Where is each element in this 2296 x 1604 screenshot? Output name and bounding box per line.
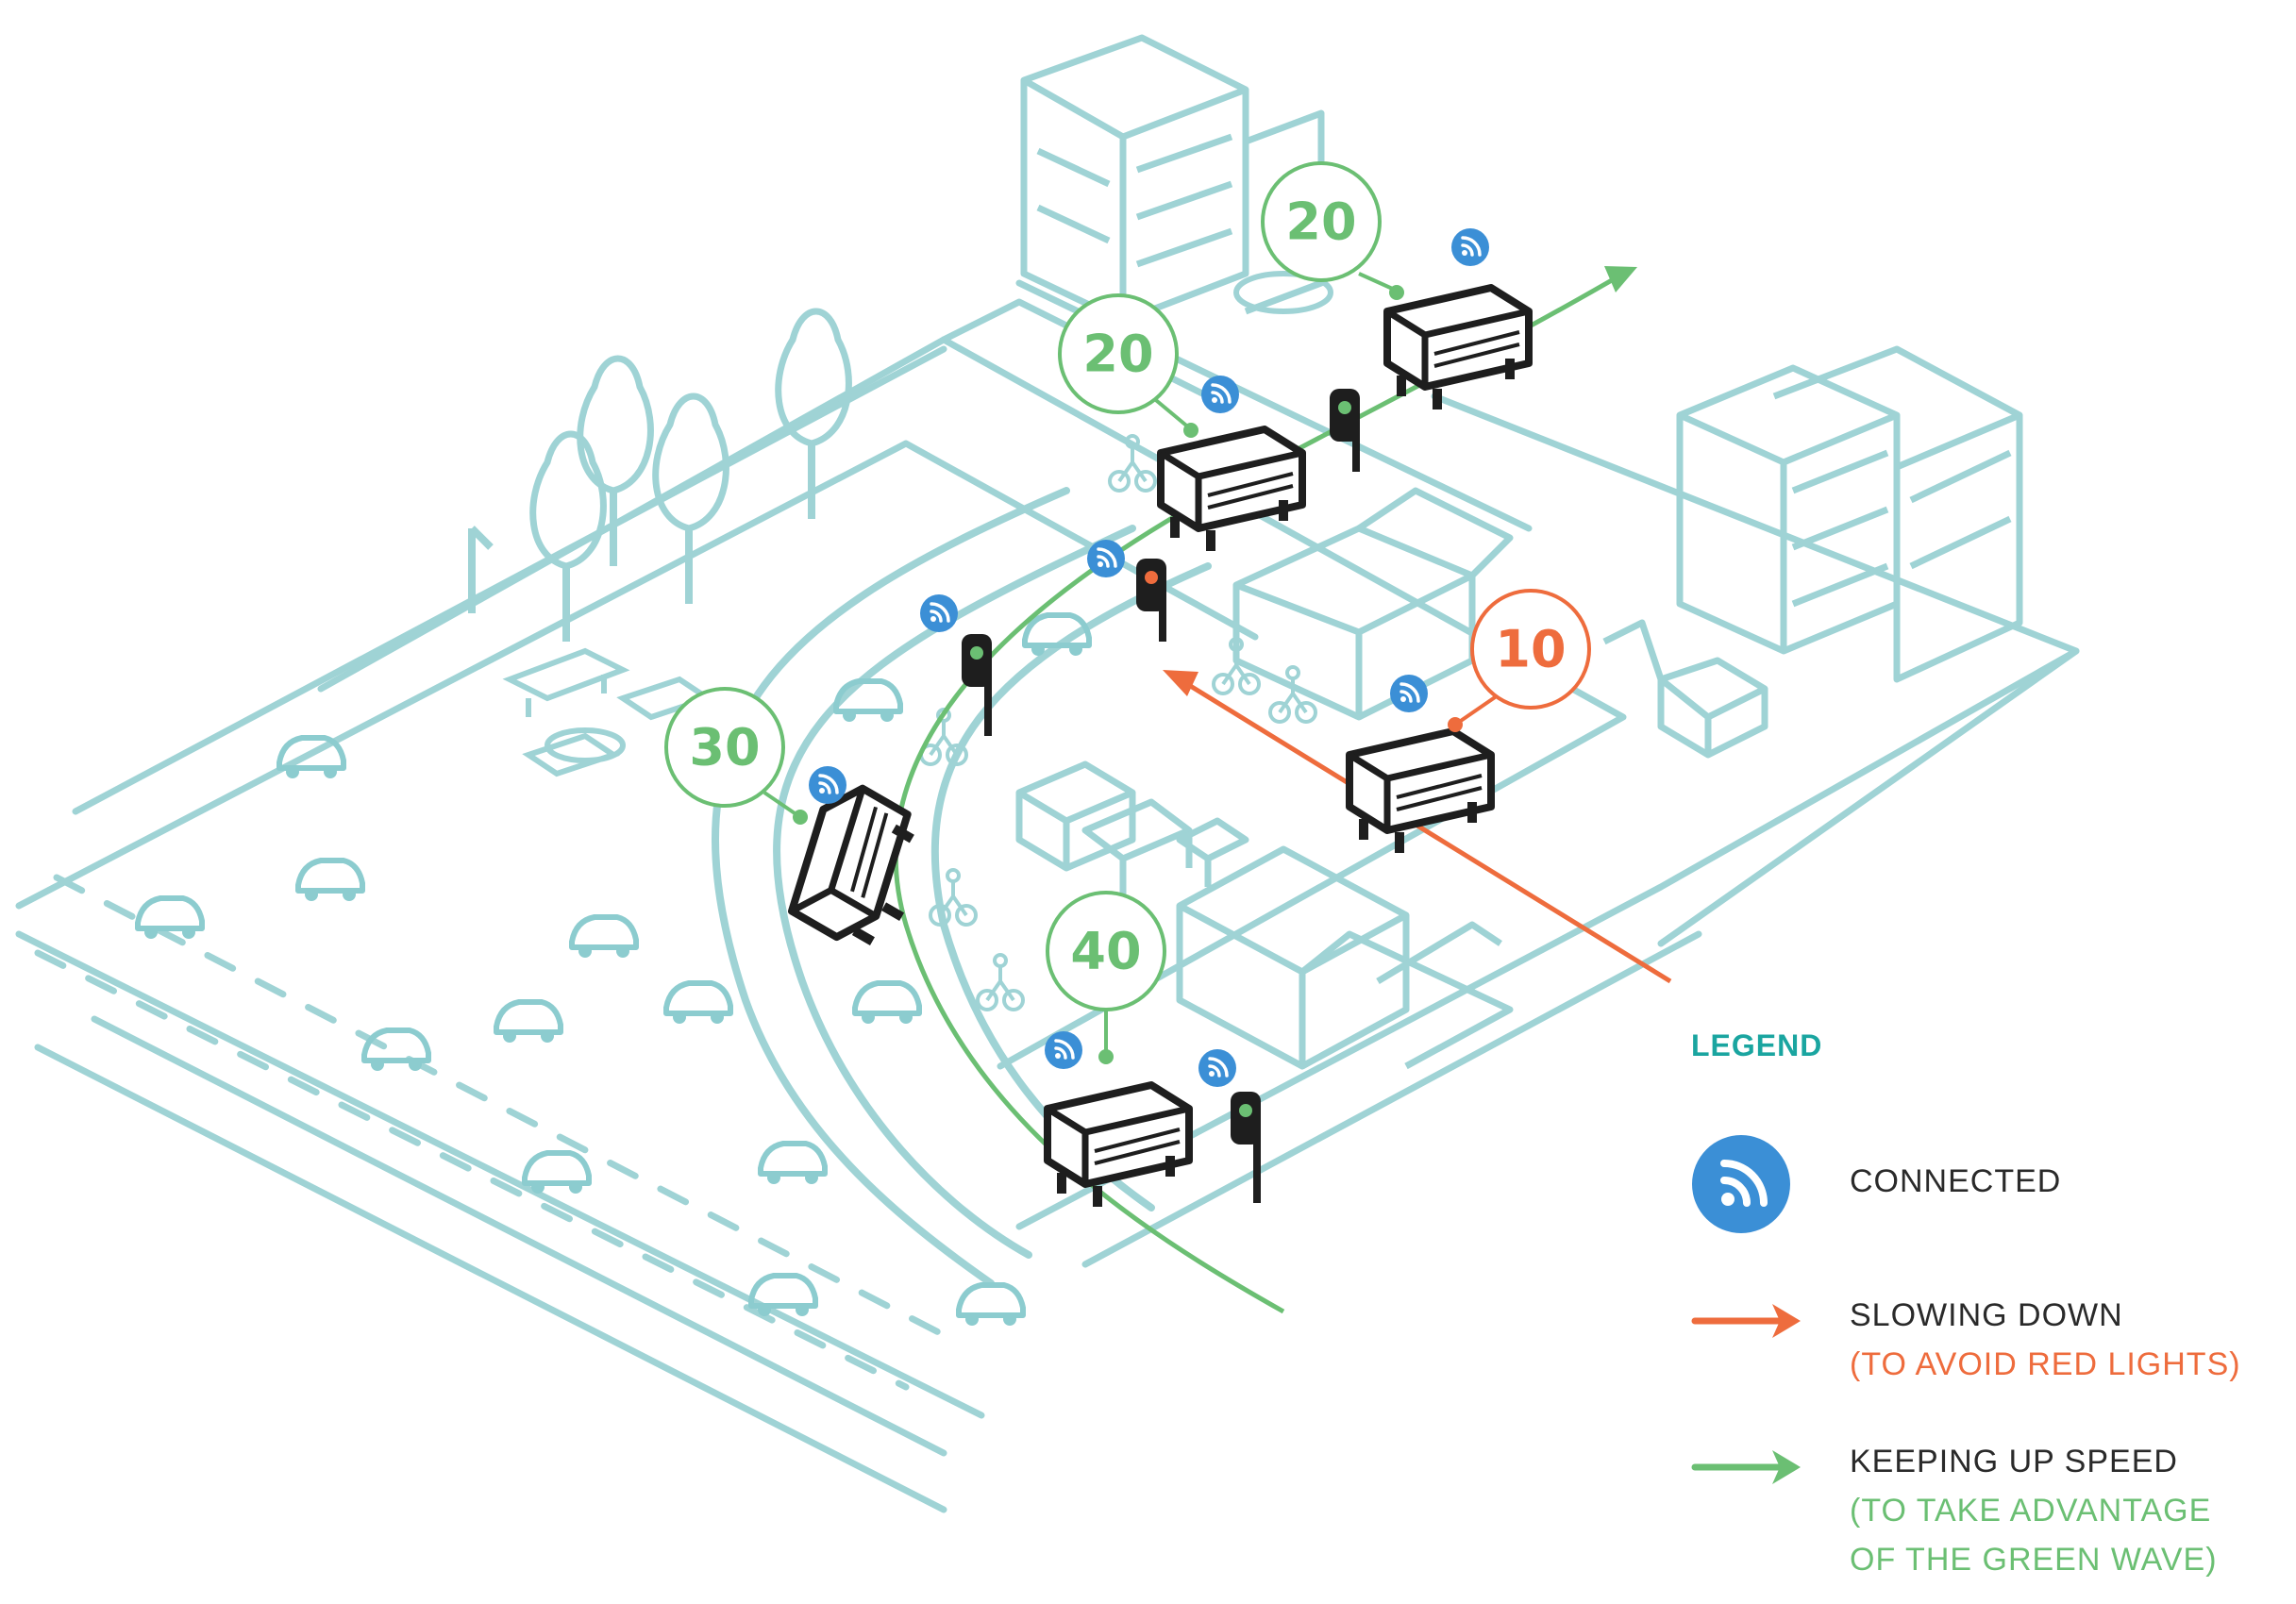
legend-row-connected: CONNECTED	[1680, 1132, 2284, 1236]
legend-connected-label: CONNECTED	[1850, 1163, 2062, 1199]
bus-left	[771, 777, 947, 960]
green-route-arrowhead	[1604, 266, 1637, 292]
speed-marker-top-20: 20	[1261, 161, 1404, 300]
speed-marker-right-10: 10	[1448, 589, 1591, 732]
traffic-lights	[962, 389, 1360, 1203]
legend-keeping-text: KEEPING UP SPEED (TO TAKE ADVANTAGE OF T…	[1850, 1437, 2218, 1584]
legend-keeping-sub-2: OF THE GREEN WAVE)	[1850, 1542, 2218, 1578]
legend-title: LEGEND	[1691, 1028, 1823, 1062]
green-arrow-icon	[1691, 1450, 1801, 1484]
wifi-icon	[807, 764, 848, 806]
legend-row-keeping: KEEPING UP SPEED (TO TAKE ADVANTAGE OF T…	[1680, 1439, 2284, 1590]
speed-value: 20	[1082, 325, 1153, 384]
wifi-icon	[1043, 1029, 1084, 1071]
wifi-icon	[1692, 1135, 1790, 1233]
orange-route-arrowhead	[1163, 670, 1198, 696]
buses	[771, 288, 1529, 1207]
legend-keeping-label: KEEPING UP SPEED	[1850, 1444, 2178, 1479]
speed-marker-left-30: 30	[664, 687, 808, 825]
wifi-icon	[1450, 226, 1491, 268]
wifi-icon	[1085, 538, 1127, 579]
legend-row-slowing: SLOWING DOWN (TO AVOID RED LIGHTS)	[1680, 1293, 2284, 1406]
legend-slowing-text: SLOWING DOWN (TO AVOID RED LIGHTS)	[1850, 1291, 2241, 1389]
wifi-icon	[1199, 374, 1241, 415]
speed-value: 30	[689, 718, 760, 777]
legend-keeping-sub-1: (TO TAKE ADVANTAGE	[1850, 1493, 2212, 1529]
legend-slowing-label: SLOWING DOWN	[1850, 1297, 2123, 1333]
speed-value: 10	[1495, 620, 1566, 679]
speed-marker-lower-40: 40	[1046, 891, 1166, 1064]
legend-slowing-sub: (TO AVOID RED LIGHTS)	[1850, 1346, 2241, 1382]
speed-value: 20	[1285, 192, 1356, 252]
legend: LEGEND CONNECTED SLOWING DOWN (TO AVOID …	[1680, 1019, 2284, 1585]
bus-lower	[1047, 1085, 1189, 1207]
orange-slowdown-route	[1178, 677, 1672, 984]
orange-arrow-icon	[1691, 1304, 1801, 1338]
bus-upper	[1161, 429, 1302, 551]
wifi-icon	[1197, 1047, 1238, 1089]
buildings	[1015, 34, 2023, 1070]
speed-marker-upper-20: 20	[1058, 293, 1198, 438]
bus-right	[1349, 731, 1491, 853]
speed-value: 40	[1070, 922, 1141, 981]
wifi-icon	[918, 593, 960, 634]
wifi-icon	[1388, 673, 1430, 714]
